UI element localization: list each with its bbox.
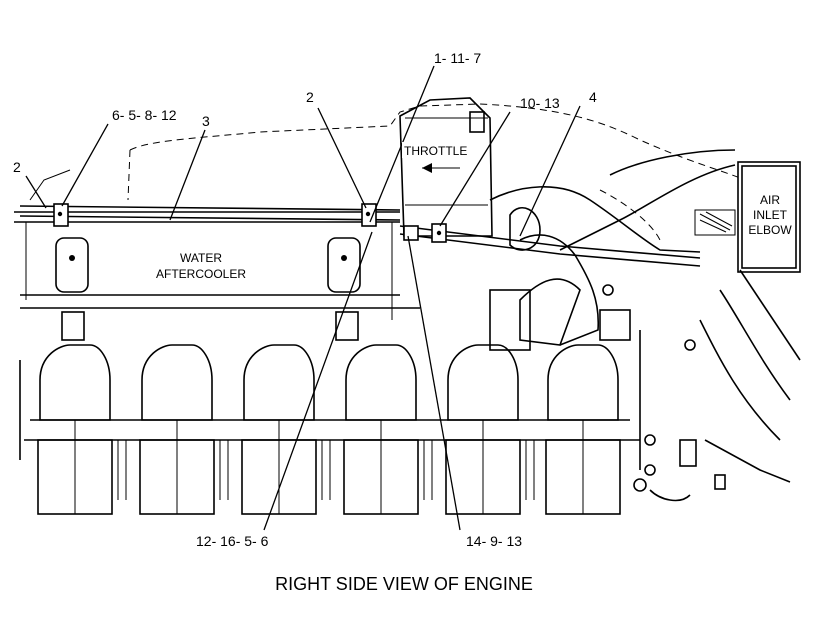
leader-12-16-5-6 xyxy=(263,231,373,531)
area-labels: THROTTLE WATER AFTERCOOLER AIR INLET ELB… xyxy=(156,142,792,281)
throttle-label: THROTTLE xyxy=(404,144,467,158)
air-inlet-elbow-label-2: INLET xyxy=(753,208,788,222)
water-aftercooler-label-1: WATER xyxy=(180,251,222,265)
callout-1-11-7: 1- 11- 7 xyxy=(434,50,481,66)
callout-10-13: 10- 13 xyxy=(520,95,560,111)
callout-2-mid: 2 xyxy=(306,89,314,105)
callout-6-5-8-12: 6- 5- 8- 12 xyxy=(112,107,177,123)
leader-2-mid xyxy=(317,107,367,209)
air-inlet-elbow-label-1: AIR xyxy=(760,193,780,207)
callout-14-9-13: 14- 9- 13 xyxy=(466,533,522,549)
figure-caption: RIGHT SIDE VIEW OF ENGINE xyxy=(275,574,533,594)
callout-2-left: 2 xyxy=(13,159,21,175)
callout-12-16-5-6: 12- 16- 5- 6 xyxy=(196,533,269,549)
cylinder-heads xyxy=(19,330,641,515)
leader-6-5-8-12 xyxy=(61,123,109,207)
callout-4: 4 xyxy=(589,89,597,105)
leader-3 xyxy=(169,129,206,221)
fuel-line-tube xyxy=(19,169,701,267)
callout-3: 3 xyxy=(202,113,210,129)
air-inlet-piping xyxy=(489,149,801,441)
callout-labels: 2 6- 5- 8- 12 3 2 1- 11- 7 10- 13 4 12- … xyxy=(13,50,597,549)
leader-2-left xyxy=(25,175,47,209)
leader-4 xyxy=(519,105,581,237)
water-aftercooler-label-2: AFTERCOOLER xyxy=(156,267,246,281)
manifold-outline xyxy=(127,103,743,241)
air-inlet-elbow-label-3: ELBOW xyxy=(748,223,792,237)
leader-14-9-13 xyxy=(407,235,461,531)
leader-10-13 xyxy=(439,111,511,227)
leader-lines xyxy=(25,65,581,531)
side-hardware xyxy=(489,284,791,502)
